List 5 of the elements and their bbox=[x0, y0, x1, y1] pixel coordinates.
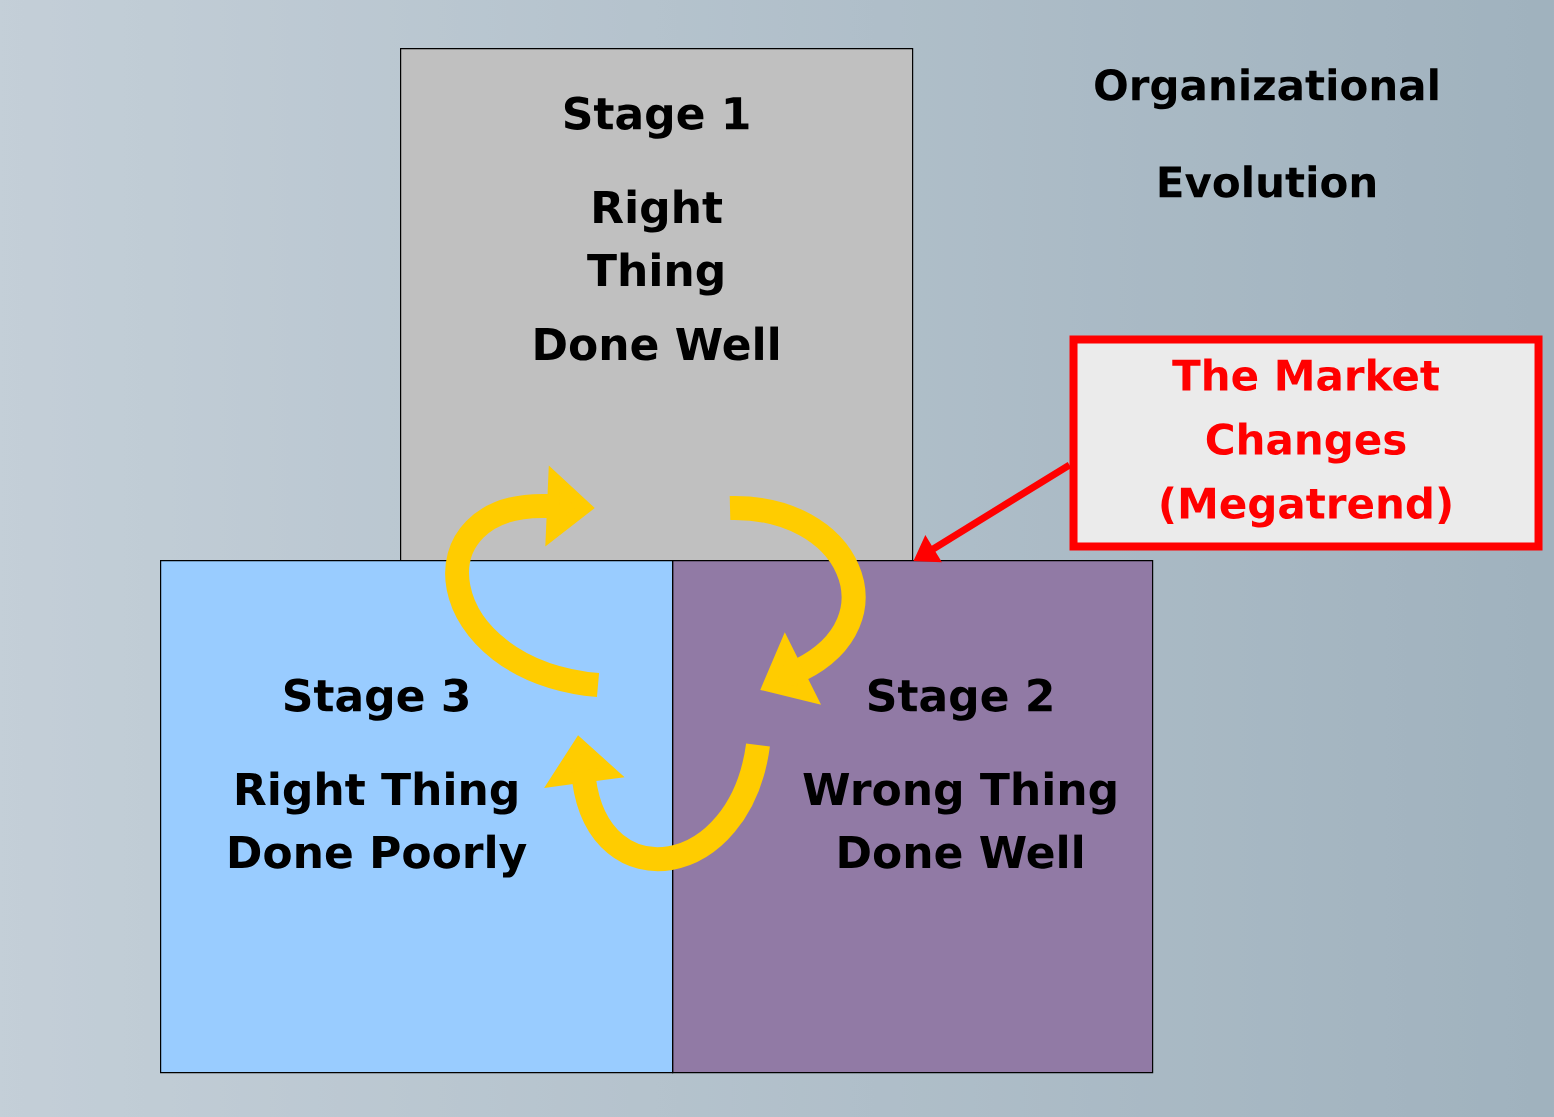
stage-box: Stage 3 Right Thing Done Poorly bbox=[160, 560, 674, 1074]
stage-box: Stage 2 Wrong Thing Done Well bbox=[672, 560, 1154, 1074]
callout-box: The Market Changes (Megatrend) bbox=[1069, 335, 1543, 551]
stage-box: Stage 1 Right Thing Done Well bbox=[400, 48, 914, 562]
title: Organizational Evolution bbox=[1095, 68, 1438, 198]
